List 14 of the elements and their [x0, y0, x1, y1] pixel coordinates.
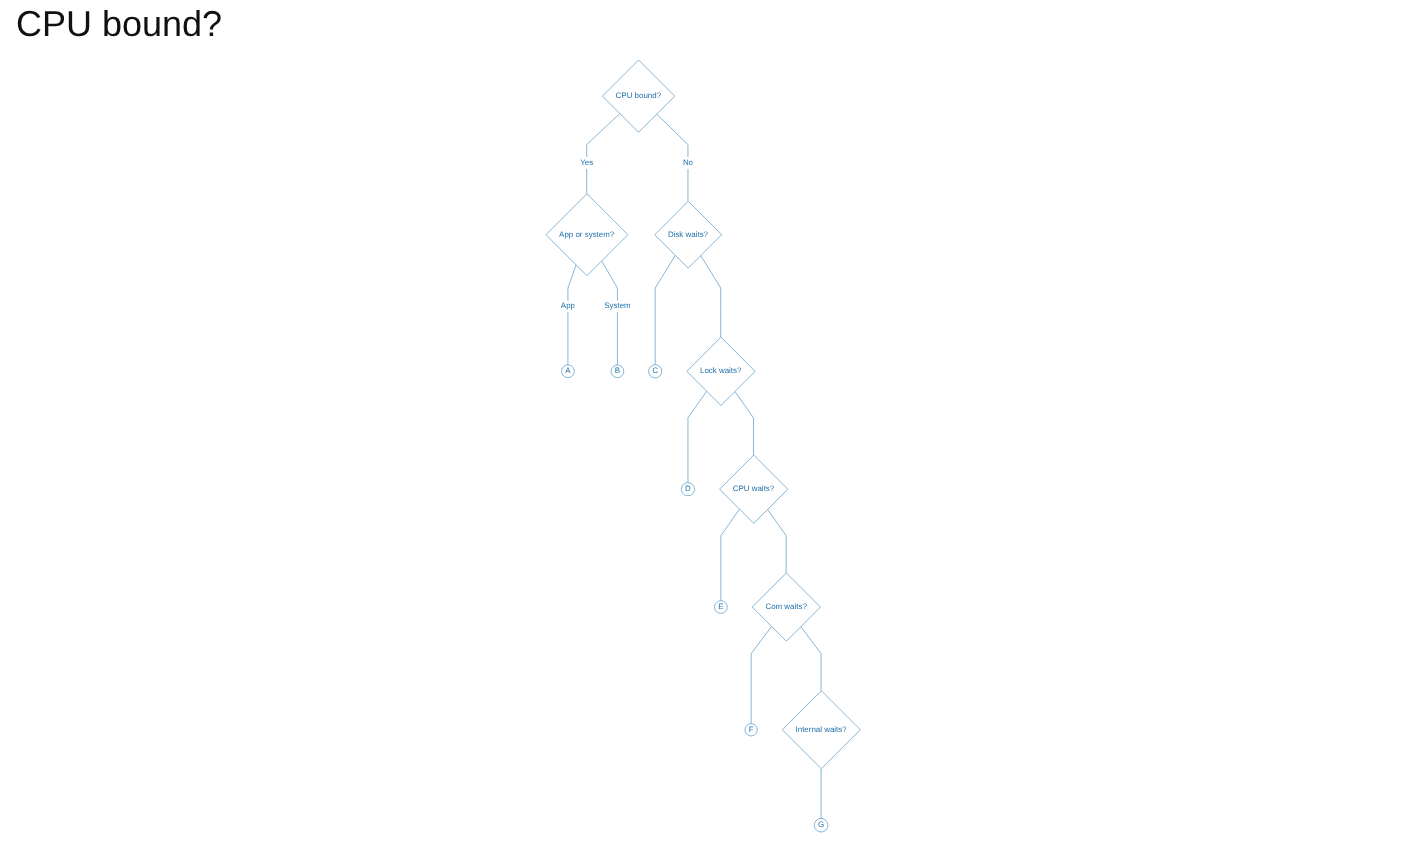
- connector: [688, 391, 708, 483]
- connector: [821, 768, 823, 819]
- connector: [701, 255, 722, 338]
- connector: [657, 113, 690, 202]
- connector: [768, 508, 788, 574]
- connector: [587, 113, 621, 195]
- connector: [655, 255, 677, 366]
- connector: [721, 508, 741, 602]
- connector: [751, 626, 773, 725]
- connector: [568, 264, 578, 366]
- connector: [735, 391, 755, 456]
- connector: [801, 626, 823, 692]
- title: CPU bound?: [14, 2, 225, 48]
- connector: [602, 260, 619, 366]
